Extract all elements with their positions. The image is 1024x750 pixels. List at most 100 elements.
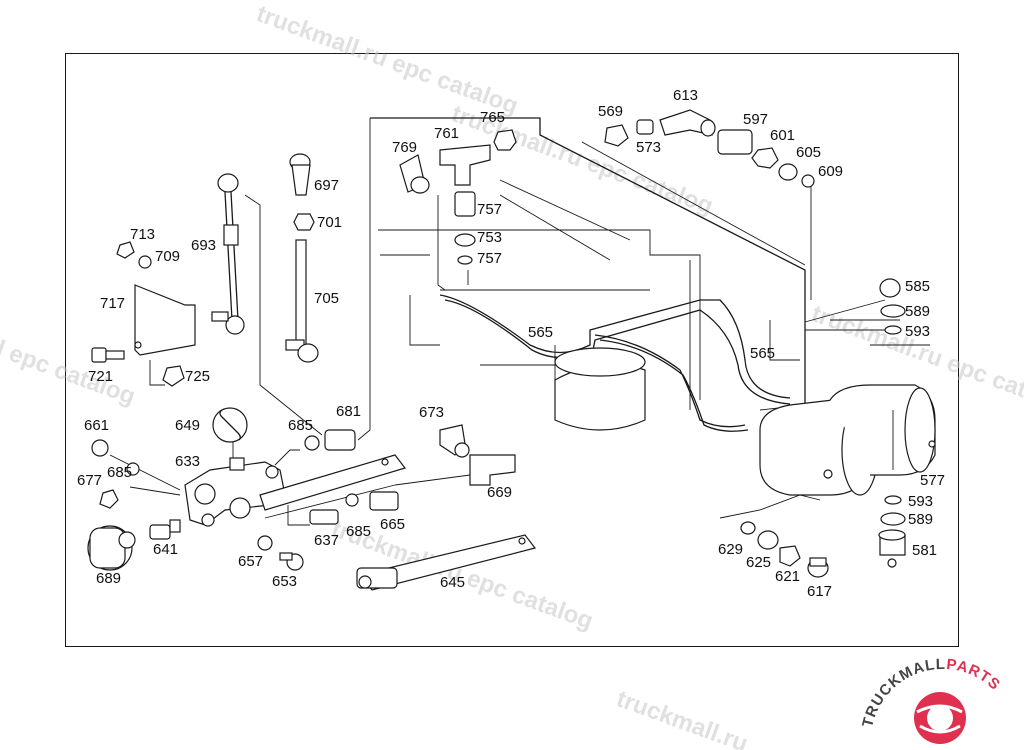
callout-725[interactable]: 725 — [185, 368, 210, 385]
callout-633[interactable]: 633 — [175, 453, 200, 470]
fitting-665 — [369, 491, 399, 511]
callout-661[interactable]: 661 — [84, 417, 109, 434]
wrench-icon — [212, 407, 248, 443]
leader-lines — [109, 118, 894, 526]
callout-669[interactable]: 669 — [487, 484, 512, 501]
callout-605[interactable]: 605 — [796, 144, 821, 161]
tee-669 — [469, 454, 516, 486]
callout-653[interactable]: 653 — [272, 573, 297, 590]
callout-569[interactable]: 569 — [598, 103, 623, 120]
watermark: l epc catalog — [0, 335, 139, 410]
washer-685c — [345, 493, 359, 507]
callout-685c[interactable]: 685 — [346, 523, 371, 540]
callout-613[interactable]: 613 — [673, 87, 698, 104]
watermark: truckmall.ru — [613, 685, 751, 750]
callout-693[interactable]: 693 — [191, 237, 216, 254]
callout-565b[interactable]: 565 — [750, 345, 775, 362]
callout-609[interactable]: 609 — [818, 163, 843, 180]
callout-565[interactable]: 565 — [528, 324, 553, 341]
nut-725 — [162, 365, 185, 387]
callout-709[interactable]: 709 — [155, 248, 180, 265]
callout-677[interactable]: 677 — [77, 472, 102, 489]
callout-593[interactable]: 593 — [905, 323, 930, 340]
callout-685b[interactable]: 685 — [107, 464, 132, 481]
callout-665[interactable]: 665 — [380, 516, 405, 533]
washer-625 — [757, 530, 779, 550]
tee-761 — [439, 144, 491, 186]
air-tank-577 — [759, 384, 936, 496]
callout-labels: 569 613 765 761 769 573 597 601 605 609 … — [77, 87, 945, 600]
rod-705 — [285, 239, 319, 363]
callout-593b[interactable]: 593 — [908, 493, 933, 510]
callout-673[interactable]: 673 — [419, 404, 444, 421]
watermark: truckmall.ru epc catalog — [253, 0, 522, 120]
washer-709 — [138, 255, 152, 269]
ring-573 — [636, 119, 654, 135]
callout-649[interactable]: 649 — [175, 417, 200, 434]
callout-769[interactable]: 769 — [392, 139, 417, 156]
callout-721[interactable]: 721 — [88, 368, 113, 385]
nut-701 — [293, 213, 315, 231]
callout-717[interactable]: 717 — [100, 295, 125, 312]
callout-589b[interactable]: 589 — [908, 511, 933, 528]
callout-641[interactable]: 641 — [153, 541, 178, 558]
elbow-673 — [439, 424, 470, 458]
nut-621 — [779, 545, 801, 567]
washer-657 — [257, 535, 273, 551]
callout-581[interactable]: 581 — [912, 542, 937, 559]
fitting-641 — [149, 519, 181, 540]
callout-705[interactable]: 705 — [314, 290, 339, 307]
callout-765[interactable]: 765 — [480, 109, 505, 126]
nut-569 — [604, 124, 629, 147]
ring-593 — [884, 325, 902, 335]
reservoir-cylinder-center — [554, 347, 646, 431]
washer-685 — [126, 462, 140, 476]
plug-585 — [879, 278, 901, 298]
bolt-721 — [91, 347, 125, 363]
callout-761[interactable]: 761 — [434, 125, 459, 142]
callout-713[interactable]: 713 — [130, 226, 155, 243]
fitting-757 — [454, 191, 476, 217]
screw-653 — [279, 552, 304, 571]
ring-593b — [884, 495, 902, 505]
part-697 — [289, 153, 311, 196]
callout-637[interactable]: 637 — [314, 532, 339, 549]
callout-685[interactable]: 685 — [288, 417, 313, 434]
callout-621[interactable]: 621 — [775, 568, 800, 585]
fitting-685-681 — [304, 429, 356, 451]
washer-753 — [454, 233, 476, 247]
callout-573[interactable]: 573 — [636, 139, 661, 156]
bracket-hole — [134, 341, 142, 349]
callout-657[interactable]: 657 — [238, 553, 263, 570]
plug-677 — [99, 489, 119, 509]
plug-637 — [309, 509, 339, 525]
callout-689[interactable]: 689 — [96, 570, 121, 587]
callout-701[interactable]: 701 — [317, 214, 342, 231]
callout-617[interactable]: 617 — [807, 583, 832, 600]
lever-681 — [259, 454, 407, 511]
callout-697[interactable]: 697 — [314, 177, 339, 194]
callout-645[interactable]: 645 — [440, 574, 465, 591]
part-661 — [91, 439, 109, 457]
callout-757b[interactable]: 757 — [477, 250, 502, 267]
callout-589[interactable]: 589 — [905, 303, 930, 320]
callout-757[interactable]: 757 — [477, 201, 502, 218]
truckmall-parts-logo: TRUCKMALLPARTS — [859, 656, 1003, 744]
callout-629[interactable]: 629 — [718, 541, 743, 558]
callout-681[interactable]: 681 — [336, 403, 361, 420]
callout-625[interactable]: 625 — [746, 554, 771, 571]
callout-585[interactable]: 585 — [905, 278, 930, 295]
nut-601 — [751, 147, 779, 169]
drain-valve-581 — [878, 529, 906, 568]
callout-601[interactable]: 601 — [770, 127, 795, 144]
bracket-717 — [134, 284, 196, 356]
callout-753[interactable]: 753 — [477, 229, 502, 246]
lever-645 — [356, 534, 537, 591]
callout-597[interactable]: 597 — [743, 111, 768, 128]
cap-689 — [87, 525, 136, 571]
callout-577[interactable]: 577 — [920, 472, 945, 489]
washer-589 — [880, 304, 906, 318]
ring-609 — [801, 174, 815, 188]
